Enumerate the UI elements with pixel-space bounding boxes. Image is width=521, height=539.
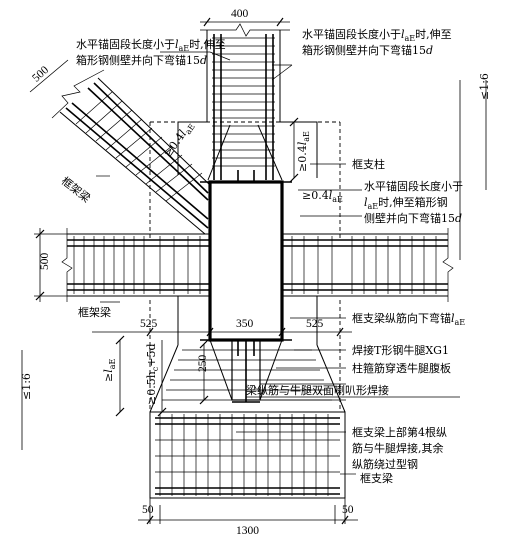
svg-text:≥laE: ≥laE — [102, 358, 117, 382]
dim-column-width: 400 — [231, 8, 249, 20]
leader-lines — [96, 51, 362, 475]
diagonal-beam — [51, 69, 211, 235]
t-steel-corbel — [231, 339, 261, 403]
dim-left-margin: 50 — [142, 504, 154, 516]
svg-text:≥0.5hc+5d: ≥0.5hc+5d — [145, 343, 160, 405]
support-beam-bend-label: 框支梁纵筋向下弯锚laE — [352, 311, 465, 327]
bottom-note-line1: 框支梁上部第4根纵 — [352, 425, 447, 439]
diag-anchor-label: ≥0.4laE — [161, 119, 197, 161]
dim-box-width: 350 — [236, 318, 254, 330]
left-beam-label: 框架梁 — [78, 305, 111, 319]
right-slope-label: ≤1:6 — [478, 73, 491, 100]
top-right-callout-line1: 水平锚固段长度小于laE时,伸至 — [302, 27, 452, 43]
weld-label: 梁纵筋与牛腿双面喇叭形焊接 — [246, 383, 389, 397]
mid-right-callout-line1: 水平锚固段长度小于 — [364, 179, 463, 193]
top-left-callout-line2: 箱形钢侧壁并向下弯锚15d — [76, 53, 207, 67]
support-beam — [149, 411, 346, 499]
svg-text:≥0.4laE: ≥0.4laE — [296, 131, 311, 172]
dim-diagonal-beam-width: 500 — [30, 64, 51, 85]
diagonal-beam-label: 框架梁 — [59, 174, 94, 205]
bottom-note-line2: 筋与牛腿焊接,其余 — [352, 441, 444, 455]
upper-column — [200, 23, 290, 180]
frame-column-label: 框支柱 — [352, 157, 385, 171]
dim-left-offset: 525 — [140, 318, 158, 330]
vertical-lae-label: ≥laE — [102, 358, 117, 382]
top-right-callout-line2: 箱形钢侧壁并向下弯锚15d — [302, 43, 433, 57]
vertical-half-label: ≥0.5hc+5d — [145, 343, 160, 405]
right-anchor-label: ≥0.4laE — [302, 189, 343, 204]
dimension-lines — [21, 17, 487, 525]
dim-bottom-width: 1300 — [236, 525, 259, 537]
column-anchor-label: ≥0.4laE — [296, 131, 311, 172]
dim-haunch-height: 250 — [197, 355, 209, 373]
dim-right-margin: 50 — [342, 504, 354, 516]
support-beam-label: 框支梁 — [360, 471, 393, 485]
dim-beam-depth: 500 — [39, 253, 51, 271]
bottom-note-line3: 纵筋绕过型钢 — [352, 457, 418, 471]
mid-right-callout-line2: laE时,伸至箱形钢 — [364, 195, 448, 211]
mid-right-callout-line3: 侧壁并向下弯锚15d — [364, 211, 462, 225]
left-slope-label: ≤1:6 — [20, 373, 33, 400]
svg-text:≥0.4laE: ≥0.4laE — [161, 119, 197, 161]
t-steel-label: 焊接T形钢牛腿XG1 — [352, 343, 449, 357]
horizontal-beam — [61, 228, 454, 302]
top-left-callout-line1: 水平锚固段长度小于laE时,伸至 — [76, 37, 226, 53]
dim-right-offset: 525 — [306, 318, 324, 330]
stirrup-label: 柱箍筋穿透牛腿腹板 — [352, 361, 451, 375]
